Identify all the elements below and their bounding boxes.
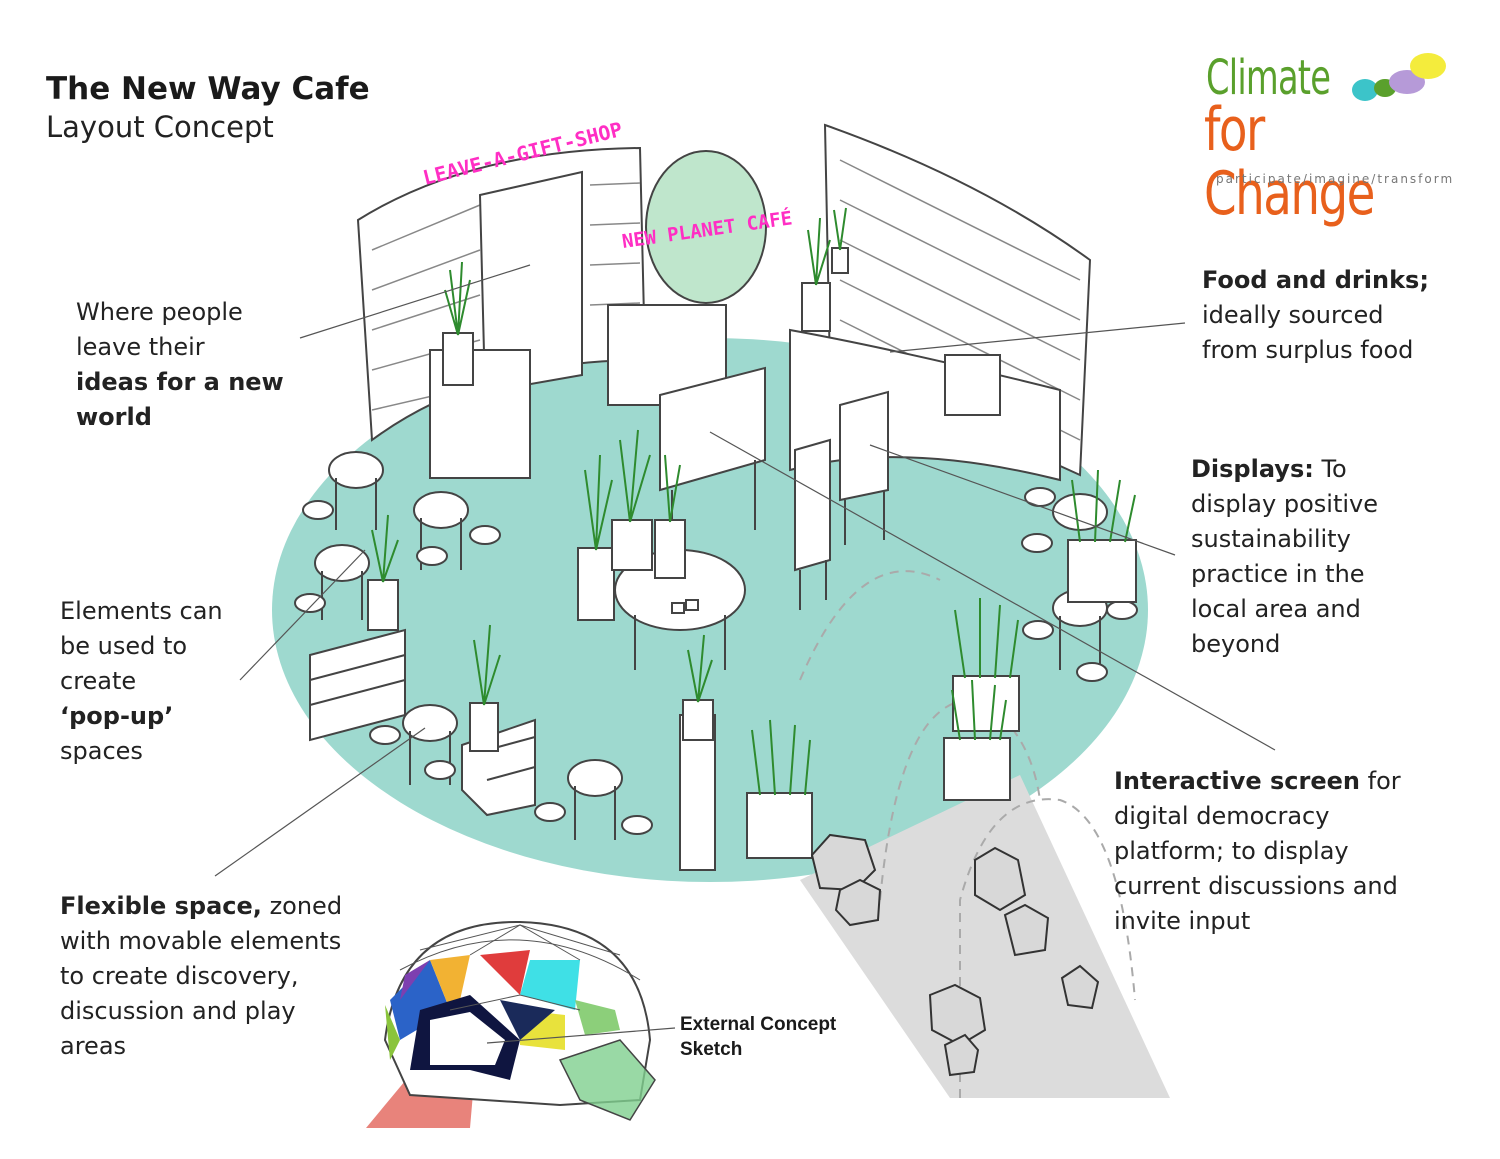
logo-blobs-icon: [1352, 53, 1446, 101]
annotation-food-line-1: ideally sourced: [1202, 301, 1384, 329]
annotation-flexible: Flexible space, zoned with movable eleme…: [60, 889, 342, 1064]
annotation-displays-rest: To: [1313, 455, 1347, 483]
annotation-external-line-2: Sketch: [680, 1039, 743, 1060]
planet-cafe-sign-board: [645, 150, 767, 304]
logo-line-climate: Climate: [1206, 50, 1331, 106]
annotation-food: Food and drinks; ideally sourced from su…: [1202, 263, 1429, 368]
annotation-interactive-line-3: current discussions and: [1114, 872, 1398, 900]
gift-shop-doorway: [478, 170, 583, 394]
annotation-ideas-bold: ideas for a new: [76, 368, 284, 396]
annotation-flexible-line-3: discussion and play: [60, 997, 296, 1025]
annotation-popup: Elements can be used to create ‘pop-up’ …: [60, 594, 223, 769]
annotation-displays: Displays: To display positive sustainabi…: [1191, 452, 1378, 662]
entrance-pathway: [800, 775, 1170, 1098]
annotation-external-sketch: External Concept Sketch: [680, 1012, 836, 1062]
annotation-leader-lines: [214, 264, 1276, 1044]
display-screens: [659, 366, 889, 610]
annotation-ideas: Where people leave their ideas for a new…: [76, 295, 284, 435]
annotation-flexible-line-4: areas: [60, 1032, 127, 1060]
annotation-flexible-line-2: to create discovery,: [60, 962, 299, 990]
external-concept-sketch: [366, 920, 656, 1128]
annotation-flexible-rest: zoned: [261, 892, 343, 920]
table-items-icon: [671, 599, 699, 614]
page-subtitle: Layout Concept: [46, 110, 274, 144]
annotation-interactive-line-4: invite input: [1114, 907, 1251, 935]
plant-grass-icons: [371, 207, 1136, 796]
annotation-interactive-line-1: digital democracy: [1114, 802, 1330, 830]
annotation-displays-line-4: local area and: [1191, 595, 1361, 623]
annotation-displays-bold: Displays:: [1191, 455, 1314, 483]
annotation-popup-line-3: create: [60, 667, 137, 695]
annotation-interactive-bold: Interactive screen: [1114, 767, 1360, 795]
annotation-displays-line-5: beyond: [1191, 630, 1281, 658]
annotation-popup-line-2: be used to: [60, 632, 188, 660]
annotation-food-bold: Food and drinks;: [1202, 266, 1429, 294]
annotation-interactive-line-2: platform; to display: [1114, 837, 1349, 865]
annotation-displays-line-1: display positive: [1191, 490, 1378, 518]
rocks: [810, 833, 1100, 1077]
logo-line-for-change: for Change: [1204, 95, 1375, 229]
coffee-machine: [944, 354, 1001, 416]
annotation-flexible-line-1: with movable elements: [60, 927, 342, 955]
annotation-interactive-rest: for: [1360, 767, 1401, 795]
annotation-flexible-bold: Flexible space,: [60, 892, 262, 920]
annotation-displays-line-3: practice in the: [1191, 560, 1365, 588]
annotation-ideas-line-3: world: [76, 403, 152, 431]
annotation-external-line-1: External Concept: [680, 1014, 837, 1035]
annotation-popup-line-4: spaces: [60, 737, 143, 765]
annotation-popup-bold: ‘pop-up’: [60, 702, 174, 730]
page-title: The New Way Cafe: [46, 71, 370, 107]
planters: [367, 247, 1137, 859]
annotation-ideas-line-1: Where people: [76, 298, 243, 326]
annotation-interactive: Interactive screen for digital democracy…: [1114, 764, 1401, 939]
annotation-displays-line-2: sustainability: [1191, 525, 1351, 553]
annotation-ideas-line-2: leave their: [76, 333, 205, 361]
annotation-popup-line-1: Elements can: [60, 597, 223, 625]
logo-tagline: participate/imagine/transform: [1216, 172, 1455, 186]
annotation-food-line-2: from surplus food: [1202, 336, 1414, 364]
